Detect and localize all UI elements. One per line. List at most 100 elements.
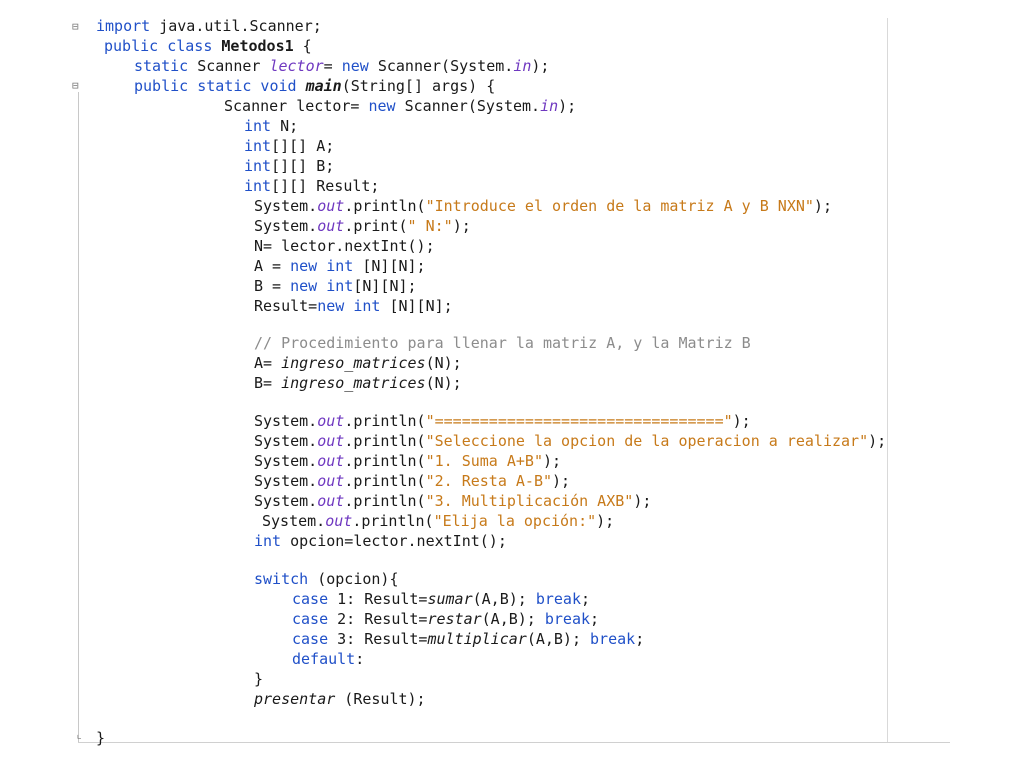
code-line-ingreso-b[interactable]: B= ingreso_matrices(N); [254,373,462,393]
field-name: out [317,432,345,450]
code-line-println-menu-title[interactable]: System.out.println("Seleccione la opcion… [254,431,886,451]
code-line-println-elija[interactable]: System.out.println("Elija la opción:"); [262,511,614,531]
keyword: break [590,630,636,648]
code-line-presentar[interactable]: presentar (Result); [254,689,426,709]
code-line-declare-b[interactable]: int[][] B; [244,156,334,176]
keyword: int [326,277,354,295]
field-name: out [317,452,345,470]
code-text: A = [254,257,291,275]
field-name: in [513,57,532,75]
string-literal: "Introduce el orden de la matriz A y B N… [425,197,814,215]
code-line-close-brace[interactable]: } [96,728,105,748]
code-text: System. [262,512,326,530]
keyword: new [368,97,396,115]
code-line-close-switch[interactable]: } [254,669,263,689]
code-text: 2: Result= [328,610,428,628]
code-text: System. [254,472,318,490]
code-line-scanner-field[interactable]: static Scanner lector= new Scanner(Syste… [134,56,549,76]
string-literal: "3. Multiplicación AXB" [425,492,634,510]
code-text: System. [254,412,318,430]
method-call: ingreso_matrices [281,374,426,392]
code-line-case-1[interactable]: case 1: Result=sumar(A,B); break; [292,589,590,609]
keyword: case [292,610,329,628]
code-text: ; [635,630,645,648]
code-line-println-separator[interactable]: System.out.println("====================… [254,411,751,431]
method-call: ingreso_matrices [281,354,426,372]
code-text: System. [254,217,318,235]
code-line-println-multiplicacion[interactable]: System.out.println("3. Multiplicación AX… [254,491,651,511]
code-text: 3: Result= [328,630,428,648]
code-line-switch[interactable]: switch (opcion){ [254,569,399,589]
code-text: .println( [344,432,426,450]
code-line-declare-a[interactable]: int[][] A; [244,136,334,156]
code-line-println-suma[interactable]: System.out.println("1. Suma A+B"); [254,451,561,471]
code-line-default[interactable]: default: [292,649,364,669]
keyword: import [96,17,151,35]
code-text: (String[] args) { [341,77,496,95]
code-text: } [254,670,264,688]
fold-marker-class[interactable]: ⊟ [72,20,79,33]
code-text: [][] Result; [271,177,380,195]
code-line-comment[interactable]: // Procedimiento para llenar la matriz A… [254,333,751,353]
code-text: System. [254,432,318,450]
code-text: [N][N]; [353,257,426,275]
fold-marker-end[interactable]: ⌞ [76,728,83,741]
keyword: int [244,177,272,195]
field-name: in [540,97,559,115]
method-call: presentar [254,690,336,708]
code-text: (A,B); [526,630,591,648]
code-line-alloc-b[interactable]: B = new int[N][N]; [254,276,417,296]
code-text: Scanner lector= [224,97,369,115]
code-line-alloc-a[interactable]: A = new int [N][N]; [254,256,426,276]
keyword: break [544,610,591,628]
code-text: A= [254,354,282,372]
code-line-print-n[interactable]: System.out.print(" N:"); [254,216,471,236]
code-text: java.util.Scanner; [150,17,322,35]
code-text: opcion=lector.nextInt(); [281,532,507,550]
code-line-import[interactable]: import java.util.Scanner; [96,16,322,36]
keyword: new [317,297,345,315]
keyword: case [292,630,329,648]
code-text [317,277,326,295]
code-text: (A,B); [472,590,536,608]
code-text: [N][N]; [353,277,417,295]
code-line-case-2[interactable]: case 2: Result=restar(A,B); break; [292,609,599,629]
fold-marker-method[interactable]: ⊟ [72,79,79,92]
code-line-println-resta[interactable]: System.out.println("2. Resta A-B"); [254,471,570,491]
code-line-case-3[interactable]: case 3: Result=multiplicar(A,B); break; [292,629,644,649]
code-line-declare-result[interactable]: int[][] Result; [244,176,379,196]
code-line-alloc-result[interactable]: Result=new int [N][N]; [254,296,453,316]
code-text: ; [581,590,591,608]
code-text: } [96,729,106,747]
string-literal: "2. Resta A-B" [425,472,553,490]
code-line-declare-n[interactable]: int N; [244,116,298,136]
class-name: Metodos1 [221,37,294,55]
code-text: .println( [344,472,426,490]
code-text: N; [271,117,299,135]
code-text: System. [254,492,318,510]
code-text: B = [254,277,291,295]
code-line-scanner-local[interactable]: Scanner lector= new Scanner(System.in); [224,96,576,116]
code-text: ); [558,97,577,115]
field-name: out [317,492,345,510]
code-line-read-n[interactable]: N= lector.nextInt(); [254,236,435,256]
keyword: static [134,57,189,75]
keyword: int [326,257,354,275]
code-line-class-declaration[interactable]: public class Metodos1 { [104,36,312,56]
code-text: [N][N]; [380,297,453,315]
keyword: public class [104,37,213,55]
code-text: .println( [344,197,426,215]
code-text: ); [596,512,615,530]
code-text: ); [813,197,832,215]
code-text: N= lector.nextInt(); [254,237,435,255]
code-line-main-method[interactable]: public static void main(String[] args) { [134,76,495,96]
code-text: ); [452,217,471,235]
keyword: int [244,137,272,155]
code-line-ingreso-a[interactable]: A= ingreso_matrices(N); [254,353,462,373]
code-text: ); [868,432,887,450]
code-line-read-opcion[interactable]: int opcion=lector.nextInt(); [254,531,507,551]
code-line-println-intro[interactable]: System.out.println("Introduce el orden d… [254,196,832,216]
code-text: System. [254,452,318,470]
code-text: (N); [425,354,462,372]
